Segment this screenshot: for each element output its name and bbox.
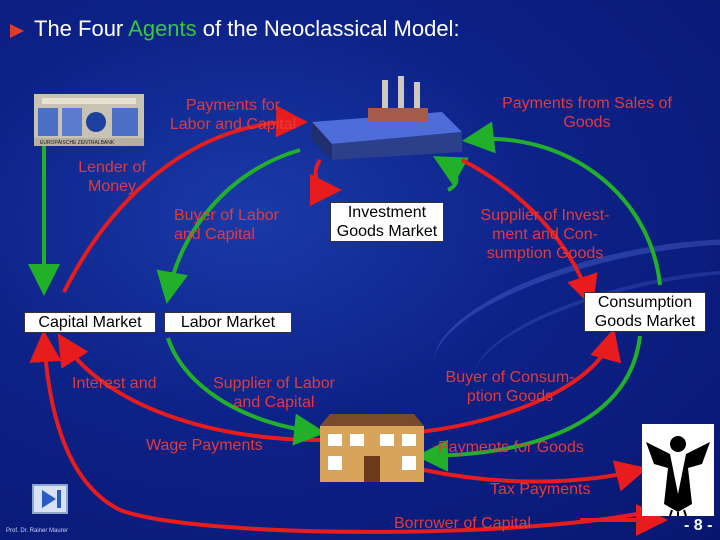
label-buyer-consumption: Buyer of Consum- ption Goods (445, 369, 575, 405)
next-slide-button[interactable] (32, 484, 68, 514)
label-tax-payments: Tax Payments (490, 481, 591, 498)
consumption-goods-market-box: Consumption Goods Market (584, 292, 706, 332)
factory-icon (312, 76, 462, 160)
author-credit: Prof. Dr. Rainer Maurer (6, 528, 69, 534)
central-bank-icon (34, 94, 144, 146)
arrow-factory-to-investment-market (309, 158, 342, 206)
arrow-firms-to-labor-market (156, 148, 301, 304)
arrow-household-to-consumption-market (419, 328, 622, 434)
arrow-consumption-market-to-firms (462, 121, 662, 286)
title-highlight: Agents (128, 16, 197, 41)
label-supplier-labor-capital: Supplier of Labor and Capital (213, 375, 335, 411)
arrow-state-to-capital-market (29, 330, 677, 534)
arrow-investment-market-to-factory (433, 156, 469, 192)
title-suffix: of the Neoclassical Model: (196, 16, 460, 41)
label-payments-labor-capital: Payments for Labor and Capital (169, 97, 297, 133)
investment-goods-market-box: Investment Goods Market (330, 202, 444, 242)
bullet-arrow-icon (10, 24, 24, 38)
arrow-household-to-capital-market (57, 333, 321, 442)
eagle-icon (642, 424, 714, 516)
page-number: - 8 - (684, 517, 713, 534)
title-prefix: The Four (34, 16, 129, 41)
label-payments-for-goods: Payments for Goods (438, 439, 584, 456)
arrow-household-to-state (423, 460, 648, 492)
label-borrower-of-capital: Borrower of Capital (394, 515, 531, 532)
skip-forward-icon (42, 490, 61, 508)
label-buyer-labor-capital: Buyer of Labor and Capital (174, 207, 279, 243)
arrow-firms-to-consumption-market (461, 158, 598, 308)
capital-market-box: Capital Market (24, 312, 156, 333)
label-interest-and: Interest and (72, 375, 157, 392)
label-lender-of-money: Lender of Money (78, 159, 146, 195)
label-payments-sales-goods: Payments from Sales of Goods (502, 95, 672, 131)
household-icon (320, 414, 424, 482)
label-supplier-investment: Supplier of Invest- ment and Con- sumpti… (480, 207, 610, 262)
labor-market-box: Labor Market (164, 312, 292, 333)
bank-sign: EUROPÄISCHE ZENTRALBANK (40, 140, 115, 146)
arrow-consumption-market-to-household (416, 335, 642, 472)
arrow-labor-market-to-household (166, 337, 326, 446)
page-title: The Four Agents of the Neoclassical Mode… (34, 16, 460, 42)
arrow-capital-market-to-firms (62, 105, 308, 293)
label-wage-payments: Wage Payments (146, 437, 263, 454)
